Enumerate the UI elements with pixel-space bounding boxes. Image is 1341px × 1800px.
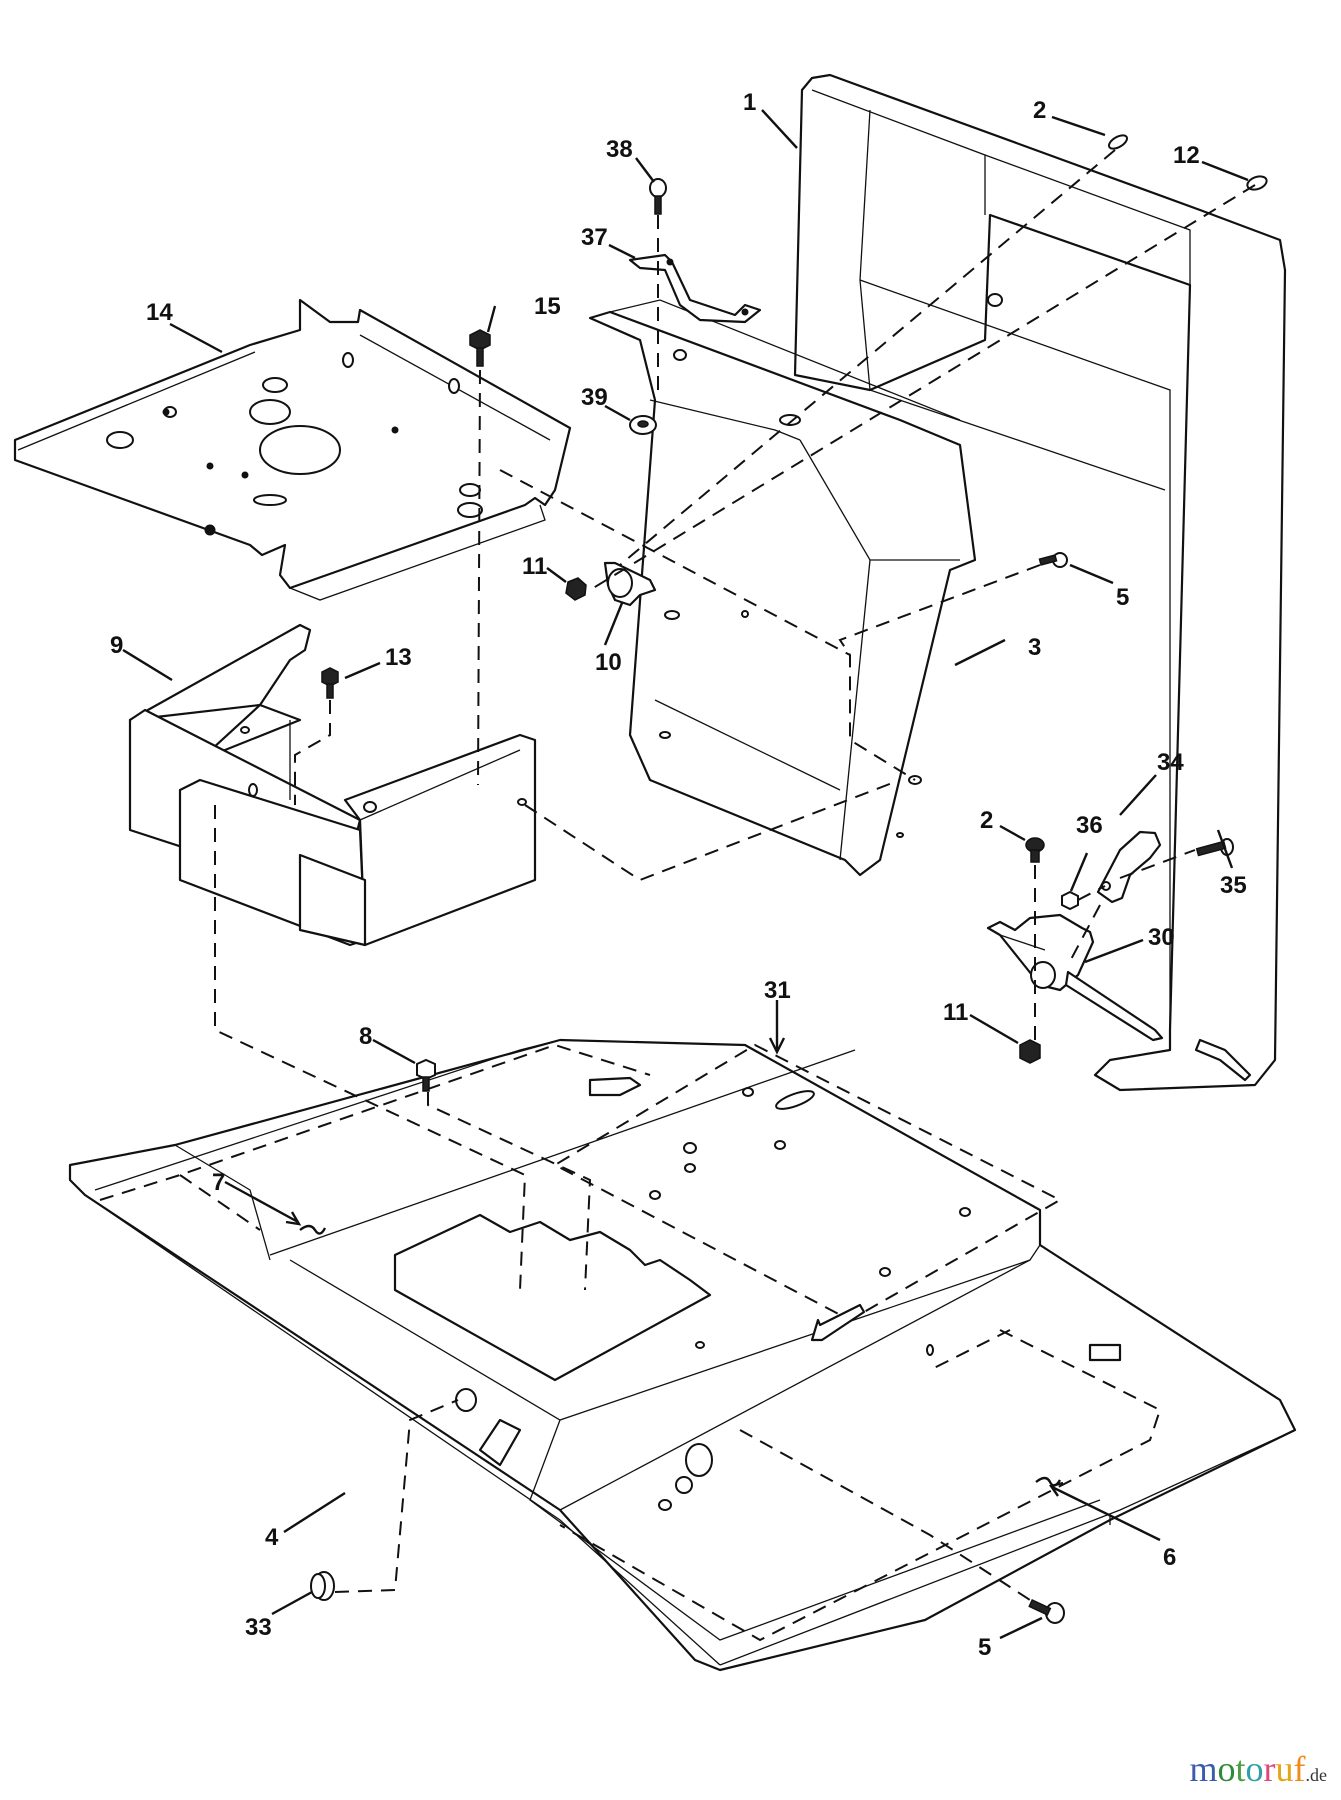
watermark-letter: f (1293, 1749, 1306, 1789)
frame-hole-33 (455, 1388, 477, 1412)
callout-11: 11 (522, 553, 547, 580)
callout-33: 33 (245, 1614, 272, 1641)
part-1-hood (793, 73, 1287, 1092)
dash-hole (673, 349, 687, 361)
bolt-13 (321, 667, 339, 699)
callout-8: 8 (359, 1023, 372, 1050)
callout-11b: 11 (943, 999, 968, 1026)
part-9-support-bracket (128, 623, 537, 947)
callout-39: 39 (581, 384, 608, 411)
part-4-frame (68, 1038, 1297, 1672)
part-14-mounting-plate (13, 298, 572, 601)
handle-34 (1096, 830, 1162, 904)
throttle-control-30 (986, 913, 1252, 1082)
bolt-8 (416, 1058, 436, 1092)
callout-30: 30 (1148, 924, 1175, 951)
assembly-lines (214, 149, 1256, 1601)
hood-hole (987, 293, 1003, 307)
callout-38: 38 (606, 136, 633, 163)
callout-2b: 2 (980, 807, 993, 834)
screw-5-upper (1038, 552, 1068, 568)
watermark-letter: r (1263, 1749, 1276, 1789)
dash-hole (664, 610, 680, 620)
plate-hole-large (249, 399, 291, 425)
callout-1: 1 (743, 89, 756, 116)
callout-14: 14 (146, 299, 173, 326)
plate-hole-center (259, 425, 341, 475)
callout-3: 3 (1028, 634, 1041, 661)
motoruf-watermark-logo: motoruf.de (1189, 1748, 1327, 1790)
callout-labels: 1 2 12 38 37 14 15 39 11 10 5 3 9 13 34 … (110, 89, 1247, 1661)
bolt-15 (469, 329, 491, 367)
callout-10: 10 (595, 649, 622, 676)
nut-11-lower (1019, 1039, 1041, 1064)
callout-6: 6 (1163, 1544, 1176, 1571)
watermark-letter: m (1189, 1749, 1218, 1789)
grommet-39 (629, 415, 657, 435)
watermark-letter: u (1275, 1749, 1294, 1789)
part-3-dash-panel (588, 299, 977, 877)
watermark-letter: o (1217, 1749, 1236, 1789)
bolt-38 (649, 178, 667, 215)
screw-5-lower (1028, 1599, 1065, 1624)
callout-36: 36 (1076, 812, 1103, 839)
callout-15: 15 (534, 293, 561, 320)
plug-33 (310, 1571, 335, 1601)
callout-34: 34 (1157, 749, 1184, 776)
callout-31: 31 (764, 977, 791, 1004)
leader-lines (122, 109, 1249, 1640)
watermark-letter: o (1245, 1749, 1264, 1789)
callout-5b: 5 (978, 1634, 991, 1661)
clip-7 (299, 1224, 327, 1235)
callout-13: 13 (385, 644, 412, 671)
callout-5: 5 (1116, 584, 1129, 611)
pin-2-top (1107, 134, 1129, 150)
nut-11-upper (565, 577, 587, 601)
bracket-37 (628, 253, 762, 324)
watermark-letter: t (1235, 1749, 1246, 1789)
nut-36 (1061, 890, 1079, 911)
bolt-2-lower (1025, 837, 1045, 863)
callout-4: 4 (265, 1524, 279, 1551)
callout-37: 37 (581, 224, 608, 251)
callout-2: 2 (1033, 97, 1046, 124)
dash-hole (896, 832, 904, 838)
dash-hole (741, 610, 749, 618)
callout-35: 35 (1220, 872, 1247, 899)
callout-7: 7 (212, 1169, 225, 1196)
dash-hole (659, 731, 671, 739)
watermark-tld: .de (1305, 1765, 1328, 1785)
callout-12: 12 (1173, 142, 1200, 169)
callout-9: 9 (110, 632, 123, 659)
